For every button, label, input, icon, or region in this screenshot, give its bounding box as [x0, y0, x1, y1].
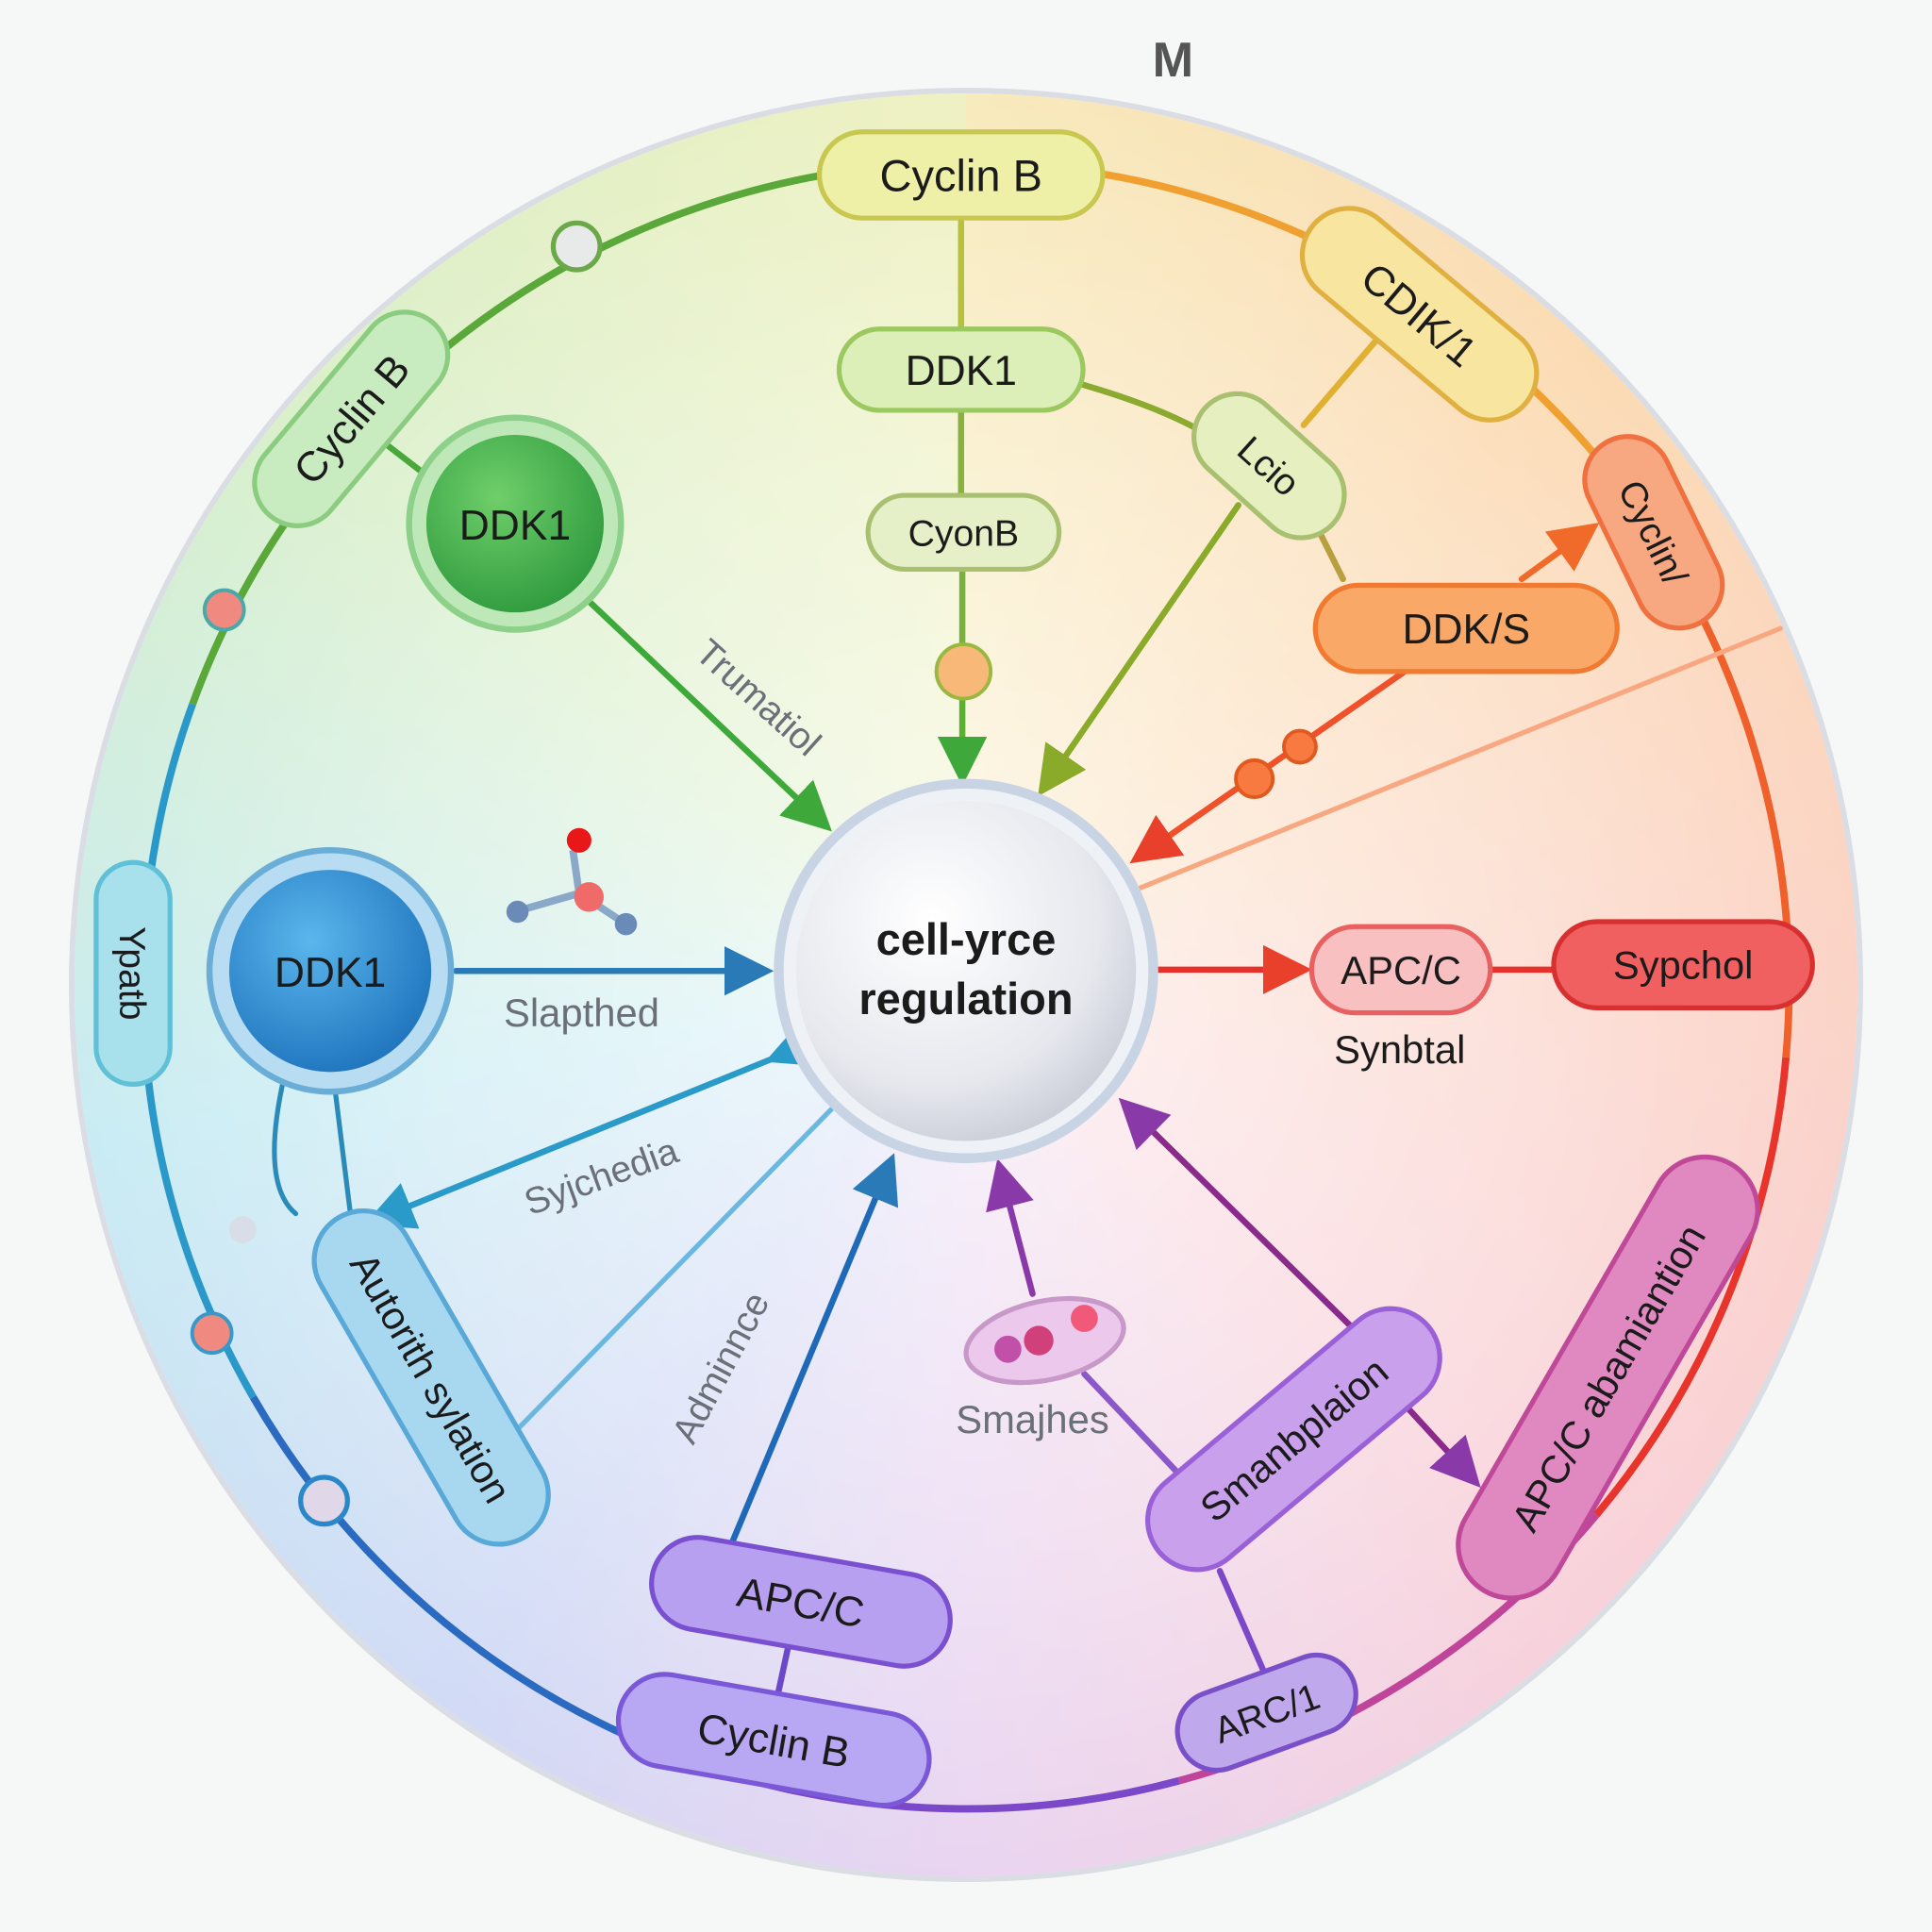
connector-line [1078, 381, 1205, 435]
node-pill-shape [1191, 391, 1347, 541]
ring-node-marker [298, 1474, 350, 1527]
arrow-to-center [729, 1153, 899, 1543]
node-label: APC/C [1341, 948, 1461, 992]
vesicle-icon [963, 1295, 1126, 1386]
edge-label: Slapthed [504, 991, 659, 1035]
node-pill-shape [1174, 1652, 1358, 1774]
arrow-to-center [986, 1158, 1036, 1297]
node-apcc-right[interactable]: APC/C [1308, 924, 1493, 1016]
node-ddk1-top[interactable]: DDK1 [836, 326, 1086, 413]
arrow-to-apcc [1401, 1401, 1481, 1488]
node-label: DDK/S [1402, 607, 1530, 653]
node-pill-shape [1312, 582, 1620, 675]
node-label: Cyclin B [880, 150, 1042, 200]
node-cyonb[interactable]: CyonB [865, 492, 1062, 573]
ring-markers [190, 220, 1318, 1527]
center-title-line2: regulation [858, 974, 1073, 1024]
node-pill-shape [865, 492, 1062, 573]
node-label: DDK1 [906, 348, 1017, 394]
node-label: Ypatb [111, 926, 152, 1020]
edge-label: Syjchedia [519, 1131, 684, 1224]
node-autorith[interactable]: Autorith sylation [296, 1192, 566, 1562]
ring-node-marker [228, 1216, 257, 1243]
node-pill-shape [836, 326, 1086, 413]
ring-arc-segment [250, 1395, 620, 1736]
node-label: CyonB [908, 513, 1020, 554]
node-ypatb[interactable]: Ypatb [93, 859, 173, 1087]
node-pill-shape [1308, 924, 1493, 1016]
node-lcio[interactable]: Lcio [1176, 376, 1362, 556]
node-label: DDK1 [459, 503, 571, 549]
connector-line [1300, 335, 1381, 428]
node-sypchol[interactable]: Sypchol [1551, 919, 1815, 1011]
node-cyclin-right[interactable]: Cyclin/ [1570, 422, 1737, 642]
orange-dot [1234, 758, 1275, 800]
molecule-icon [506, 827, 638, 936]
orange-dot [1282, 728, 1318, 765]
phase-label-m: M [1153, 33, 1194, 88]
node-pill-shape [1456, 1154, 1760, 1601]
connector-line [1133, 625, 1783, 892]
node-label: DDK1 [275, 950, 386, 996]
node-pill-shape [1299, 206, 1540, 423]
node-pill-shape [311, 1208, 551, 1547]
connector-line [272, 1067, 299, 1217]
node-pill-shape [1145, 1306, 1442, 1573]
connector-line [332, 1088, 354, 1223]
ring-arc-segment [1593, 1057, 1790, 1518]
connector-line [1216, 1568, 1267, 1674]
node-cyclin-b-bottom[interactable]: Cyclin B [611, 1667, 937, 1812]
node-ddk1-blue[interactable]: DDK1 [206, 846, 455, 1095]
connector-line [1081, 1371, 1192, 1489]
center-title-line1: cell-yrce [876, 914, 1057, 964]
arrow-to-center [1129, 668, 1408, 864]
edge-label: Synbtal [1334, 1027, 1465, 1072]
node-cyclin-b-top[interactable]: Cyclin B [816, 129, 1106, 221]
node-pill-shape [649, 1535, 953, 1669]
node-arc1[interactable]: ARC/1 [1166, 1644, 1367, 1782]
arrow-to-cyclin [1518, 522, 1600, 583]
node-label: Sypchol [1613, 943, 1754, 988]
node-ddks[interactable]: DDK/S [1312, 582, 1620, 675]
node-pill-shape [93, 859, 173, 1087]
connector-line [514, 1106, 835, 1432]
arrow-to-center [1038, 502, 1241, 797]
edge-label: Adminnce [665, 1286, 778, 1450]
node-pill-shape [615, 1672, 932, 1808]
ring-arc-segment [189, 159, 938, 706]
edge-label: Smajhes [956, 1397, 1109, 1441]
connectors [272, 216, 1783, 1694]
ring-node-marker [202, 588, 246, 632]
arrow-to-center [586, 598, 832, 832]
orange-dot [934, 642, 993, 701]
node-pill-shape [816, 129, 1106, 221]
ring-node-marker [550, 220, 603, 273]
node-smanbplaion[interactable]: Smanbplaion [1127, 1289, 1459, 1590]
node-pill-shape [252, 309, 451, 528]
node-apcc-abamiantion[interactable]: APC/C abamiantion [1439, 1138, 1777, 1618]
node-pill-shape [1551, 919, 1815, 1011]
arrow-to-center [1118, 1097, 1357, 1332]
ring-node-marker [190, 1311, 234, 1356]
node-apcc-bottom[interactable]: APC/C [644, 1530, 958, 1674]
connector-line [378, 438, 428, 478]
center-node[interactable]: cell-yrce regulation [774, 778, 1158, 1163]
node-ddk1-green[interactable]: DDK1 [406, 414, 625, 633]
double-arrow [364, 1020, 820, 1229]
node-pill-shape [1582, 434, 1725, 631]
connector-line [775, 1641, 792, 1694]
node-label: APC/C abamiantion [1503, 1217, 1714, 1539]
edge-label: Trumatiol [688, 632, 828, 764]
